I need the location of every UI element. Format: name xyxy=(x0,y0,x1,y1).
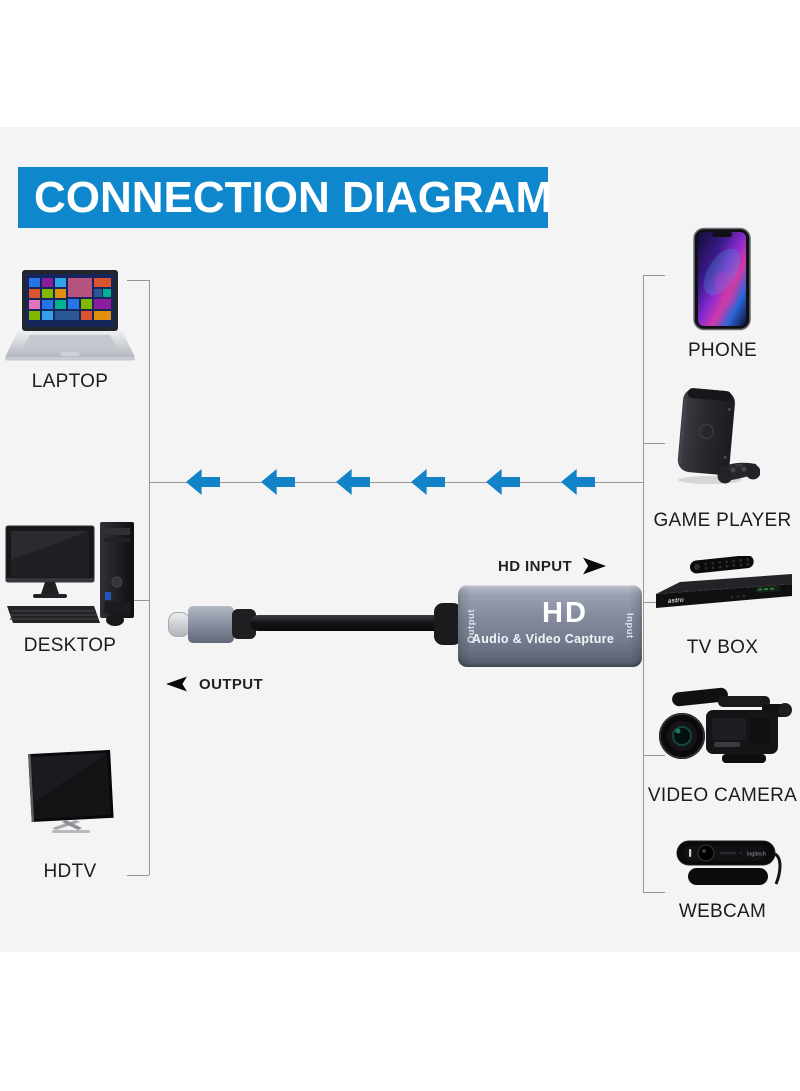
flow-arrows xyxy=(186,469,606,495)
right-bracket-line xyxy=(643,275,644,892)
phone-image xyxy=(693,227,751,331)
laptop-label: LAPTOP xyxy=(31,371,109,392)
input-port-label: Input xyxy=(624,613,635,639)
tv-box-image: astro xyxy=(656,556,792,608)
output-annotation: OUTPUT xyxy=(166,675,263,693)
right-tick-video-camera xyxy=(643,755,665,756)
left-arrow-icon xyxy=(166,676,187,692)
output-text: OUTPUT xyxy=(199,675,264,693)
right-arrow-icon xyxy=(583,557,607,575)
flow-line xyxy=(149,482,643,483)
capture-card-logo: HD xyxy=(542,597,588,629)
webcam-image: logitech xyxy=(676,840,782,885)
flow-left-arrow-icon xyxy=(336,469,370,495)
output-port-label: Output xyxy=(466,608,477,644)
usb-cable xyxy=(250,615,442,631)
left-tick-desktop xyxy=(127,600,149,601)
desktop-image xyxy=(5,522,134,626)
right-tick-webcam xyxy=(643,892,665,893)
hd-input-annotation: HD INPUT xyxy=(498,556,607,576)
capture-card-name: Audio & Video Capture xyxy=(471,632,615,646)
game-player-label: GAME PLAYER xyxy=(653,510,792,531)
hd-input-text: HD INPUT xyxy=(498,557,573,575)
flow-left-arrow-icon xyxy=(186,469,220,495)
game-player-image xyxy=(677,388,760,484)
tv-box-brand-text: astro xyxy=(668,597,684,605)
cable-strain-relief xyxy=(434,603,462,645)
page-title-text: CONNECTION DIAGRAM xyxy=(34,172,553,222)
hdtv-label: HDTV xyxy=(43,861,97,882)
webcam-brand-text: logitech xyxy=(747,852,766,858)
page-title: CONNECTION DIAGRAM xyxy=(18,167,552,228)
laptop-image xyxy=(5,270,135,361)
hdtv-image xyxy=(28,749,114,833)
left-tick-hdtv xyxy=(127,875,149,876)
capture-card-device: HD Audio & Video Capture Output Input xyxy=(458,585,642,667)
phone-label: PHONE xyxy=(687,340,758,361)
right-tick-phone xyxy=(643,275,665,276)
flow-left-arrow-icon xyxy=(261,469,295,495)
flow-left-arrow-icon xyxy=(561,469,595,495)
tv-box-label: TV BOX xyxy=(686,637,759,658)
right-tick-game-player xyxy=(643,443,665,444)
desktop-label: DESKTOP xyxy=(23,635,117,656)
flow-left-arrow-icon xyxy=(411,469,445,495)
left-bracket-line xyxy=(149,280,150,875)
usb-c-connector-tip xyxy=(168,612,190,637)
webcam-label: WEBCAM xyxy=(678,901,767,922)
video-camera-label: VIDEO CAMERA xyxy=(647,785,798,806)
right-tick-tv-box xyxy=(643,602,665,603)
left-tick-laptop xyxy=(127,280,149,281)
video-camera-image xyxy=(659,687,792,763)
flow-left-arrow-icon xyxy=(486,469,520,495)
usb-c-plug xyxy=(188,606,234,643)
